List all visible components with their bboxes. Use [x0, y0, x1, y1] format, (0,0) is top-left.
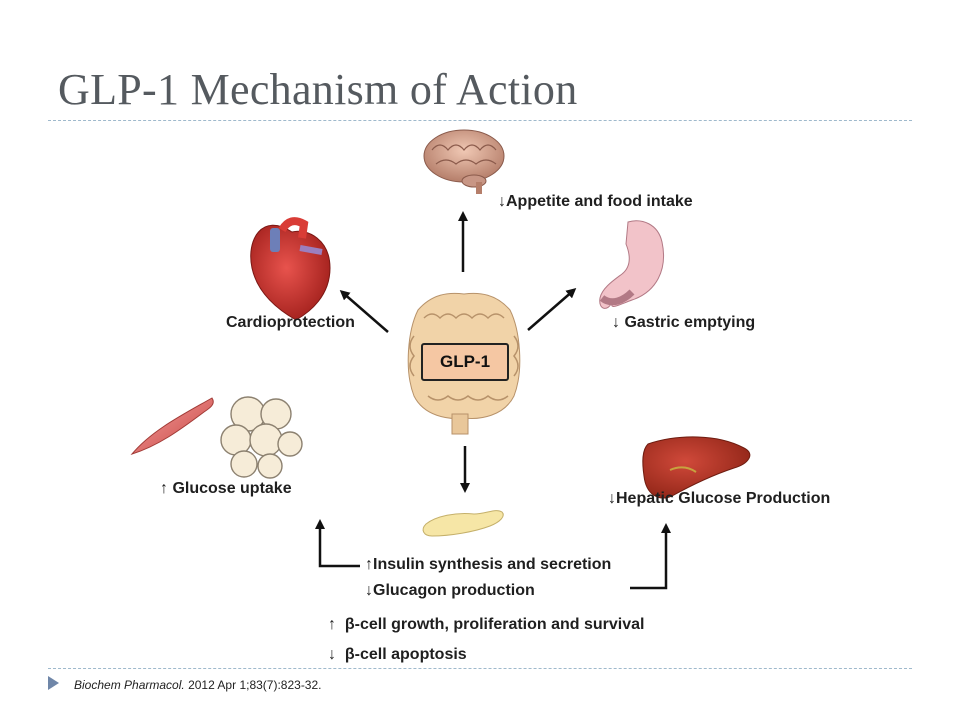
citation-journal: Biochem Pharmacol. — [74, 678, 185, 692]
title-divider — [48, 120, 912, 121]
heart-effect-label: Cardioprotection — [226, 314, 355, 331]
liver-effect-label: ↓Hepatic Glucose Production — [608, 490, 831, 507]
heart-icon — [250, 217, 331, 321]
bullet-arrow-icon — [48, 676, 59, 690]
beta-cell-growth-label: ↑ β-cell growth, proliferation and survi… — [328, 616, 645, 633]
stomach-icon — [599, 220, 664, 309]
citation: Biochem Pharmacol. 2012 Apr 1;83(7):823-… — [74, 678, 322, 692]
glp1-label-box: GLP-1 — [421, 343, 509, 381]
arrow-to-liver — [630, 523, 671, 590]
brain-icon — [423, 129, 505, 194]
beta-cell-apoptosis-label: ↓ β-cell apoptosis — [328, 646, 467, 663]
citation-details: 2012 Apr 1;83(7):823-32. — [188, 678, 322, 692]
brain-effect-label: ↓Appetite and food intake — [498, 193, 693, 210]
glucose-uptake-label: ↑ Glucose uptake — [160, 480, 292, 497]
arrow-to-stomach — [527, 288, 577, 331]
insulin-effect-label: ↑Insulin synthesis and secretion — [365, 556, 612, 573]
arrow-to-heart — [339, 290, 389, 333]
slide-title: GLP-1 Mechanism of Action — [58, 65, 578, 114]
muscle-icon — [130, 397, 214, 455]
liver-icon — [642, 436, 751, 499]
arrow-to-muscle-fat — [315, 519, 360, 568]
footer-divider — [48, 668, 912, 669]
stomach-effect-label: ↓ Gastric emptying — [612, 314, 756, 331]
fat-cells-icon — [220, 396, 303, 479]
pancreas-icon — [422, 510, 504, 537]
glucagon-effect-label: ↓Glucagon production — [365, 582, 535, 599]
